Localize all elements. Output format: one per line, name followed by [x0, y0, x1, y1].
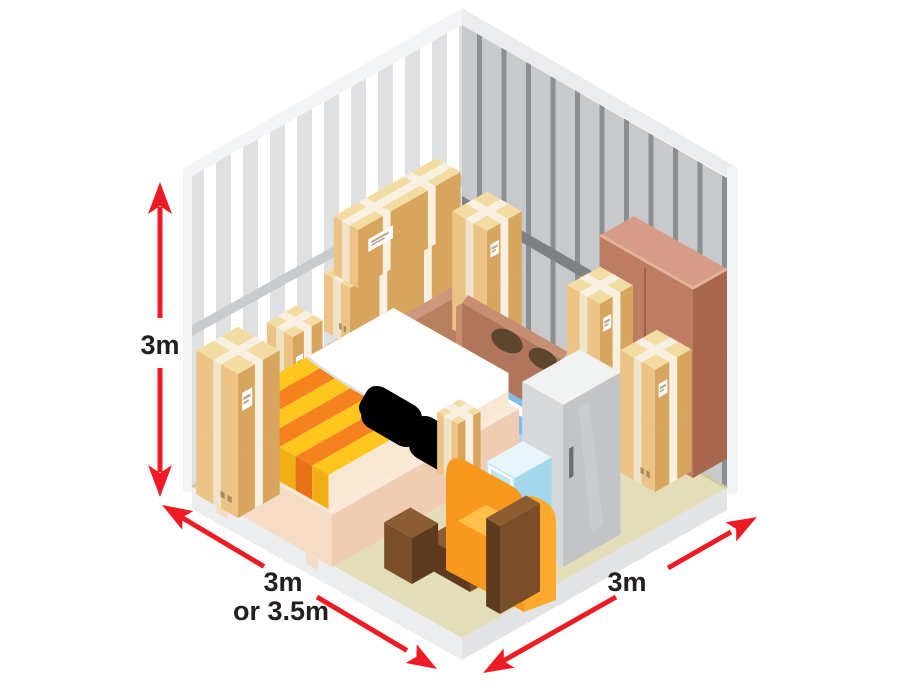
right-wall-edge-trim — [727, 167, 738, 494]
left-wall-top-trim — [184, 8, 462, 176]
box-stack-back — [323, 158, 462, 345]
box-stack-front-left — [196, 326, 280, 518]
armchair-shell — [486, 495, 540, 614]
arrow-down-icon — [148, 465, 172, 497]
wardrobe-top-edge — [599, 233, 728, 290]
arrow-upleft-icon — [162, 505, 194, 530]
width-label-line1: 3m — [263, 567, 302, 597]
armchair — [384, 458, 556, 614]
height-label: 3m — [140, 330, 179, 360]
pillow — [358, 385, 422, 439]
width-label-line2: or 3.5m — [233, 596, 329, 626]
floor-side-right — [462, 488, 727, 660]
right-wall-top-trim — [462, 8, 736, 182]
width-arrow-shaft — [315, 594, 409, 653]
bed-foot-leg — [306, 553, 318, 570]
burner-icon — [491, 328, 523, 354]
refrigerator — [522, 349, 621, 567]
depth-label: 3m — [607, 567, 646, 597]
left-wall-edge-trim — [183, 170, 192, 492]
dimension-height: 3m — [140, 182, 180, 497]
arrow-downleft-icon — [483, 648, 515, 673]
arrow-downright-icon — [405, 644, 437, 669]
box-stack-right-front — [620, 329, 692, 492]
arrow-upright-icon — [725, 517, 757, 542]
width-arrow-shaft — [179, 514, 266, 569]
dimension-depth: 3m — [483, 517, 757, 673]
depth-arrow-shaft — [501, 594, 618, 664]
bed-sheet — [307, 308, 509, 422]
burner-icon — [528, 347, 558, 371]
wall-trims — [183, 8, 738, 494]
depth-arrow-shaft — [666, 529, 733, 571]
cooktop-edge — [462, 295, 568, 360]
arrow-up-icon — [148, 182, 172, 214]
dimension-width: 3m or 3.5m — [162, 505, 437, 669]
floor-side-left — [192, 487, 462, 660]
ottoman — [384, 507, 439, 584]
